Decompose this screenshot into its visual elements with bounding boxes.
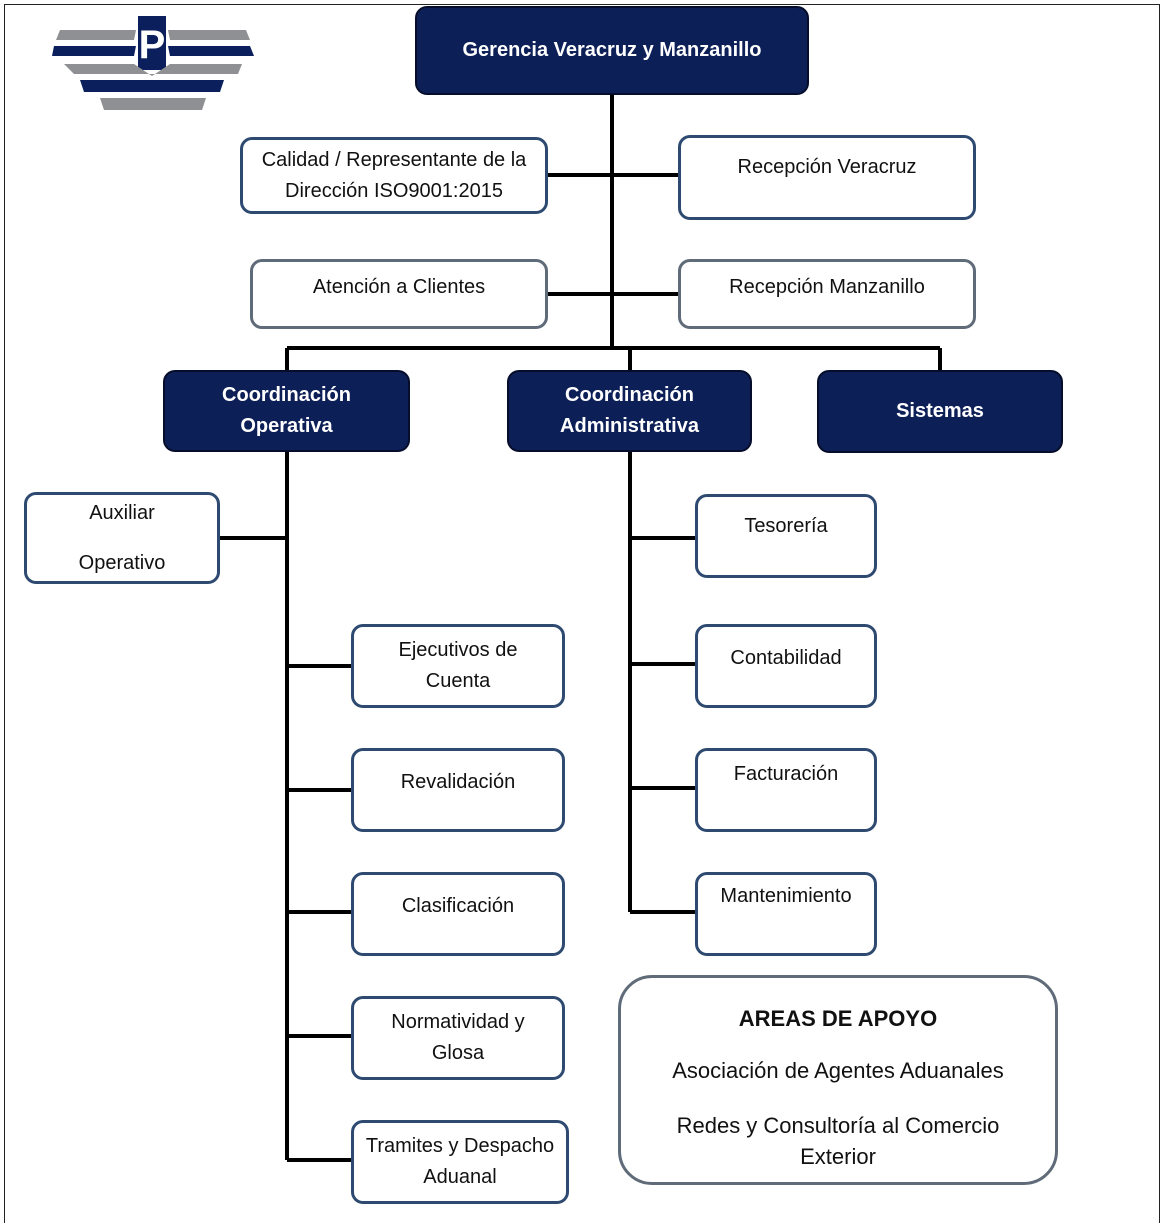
ejecutivos-label: Ejecutivos de Cuenta bbox=[398, 639, 518, 692]
auxiliar-operativo-box: Auxiliar Operativo bbox=[24, 492, 220, 584]
tesoreria-box: Tesorería bbox=[695, 494, 877, 578]
clasificacion-label: Clasificación bbox=[401, 895, 515, 917]
gerencia-label: Gerencia Veracruz y Manzanillo bbox=[462, 39, 762, 61]
auxiliar-operativo-label: Auxiliar Operativo bbox=[78, 502, 166, 574]
recepcion-manzanillo-label: Recepción Manzanillo bbox=[729, 276, 925, 298]
clasificacion-box: Clasificación bbox=[351, 872, 565, 956]
contabilidad-label: Contabilidad bbox=[730, 647, 842, 669]
company-logo: P bbox=[52, 16, 254, 110]
revalidacion-label: Revalidación bbox=[400, 771, 516, 793]
gerencia-box: Gerencia Veracruz y Manzanillo bbox=[415, 6, 809, 95]
recepcion-veracruz-box: Recepción Veracruz bbox=[678, 135, 976, 220]
mantenimiento-box: Mantenimiento bbox=[695, 872, 877, 956]
contabilidad-box: Contabilidad bbox=[695, 624, 877, 708]
recepcion-veracruz-label: Recepción Veracruz bbox=[737, 156, 917, 178]
atencion-clientes-box: Atención a Clientes bbox=[250, 259, 548, 329]
facturacion-label: Facturación bbox=[733, 763, 839, 785]
apoyo-title: AREAS DE APOYO bbox=[738, 1006, 938, 1031]
coordinacion-operativa-label: Coordinación Operativa bbox=[222, 384, 351, 437]
coordinacion-administrativa-box: Coordinación Administrativa bbox=[507, 370, 752, 452]
calidad-label: Calidad / Representante de la Dirección … bbox=[261, 148, 527, 202]
tramites-label: Tramites y Despacho Aduanal bbox=[365, 1135, 555, 1188]
apoyo-item-redes: Redes y Consultoría al Comercio Exterior bbox=[676, 1113, 1000, 1169]
tesoreria-label: Tesorería bbox=[744, 515, 828, 537]
mantenimiento-label: Mantenimiento bbox=[720, 885, 852, 907]
coordinacion-operativa-box: Coordinación Operativa bbox=[163, 370, 410, 452]
calidad-box: Calidad / Representante de la Dirección … bbox=[240, 137, 548, 214]
ejecutivos-box: Ejecutivos de Cuenta bbox=[351, 624, 565, 708]
areas-de-apoyo-box: AREAS DE APOYO Asociación de Agentes Adu… bbox=[618, 975, 1058, 1185]
sistemas-box: Sistemas bbox=[817, 370, 1063, 453]
facturacion-box: Facturación bbox=[695, 748, 877, 832]
apoyo-item-asociacion: Asociación de Agentes Aduanales bbox=[672, 1058, 1004, 1083]
recepcion-manzanillo-box: Recepción Manzanillo bbox=[678, 259, 976, 329]
coordinacion-administrativa-label: Coordinación Administrativa bbox=[560, 384, 699, 437]
revalidacion-box: Revalidación bbox=[351, 748, 565, 832]
page-frame bbox=[4, 4, 1160, 1223]
tramites-box: Tramites y Despacho Aduanal bbox=[351, 1120, 569, 1204]
sistemas-label: Sistemas bbox=[896, 400, 984, 422]
normatividad-box: Normatividad y Glosa bbox=[351, 996, 565, 1080]
atencion-clientes-label: Atención a Clientes bbox=[312, 276, 486, 298]
normatividad-label: Normatividad y Glosa bbox=[391, 1011, 525, 1064]
logo-letter: P bbox=[139, 23, 166, 67]
